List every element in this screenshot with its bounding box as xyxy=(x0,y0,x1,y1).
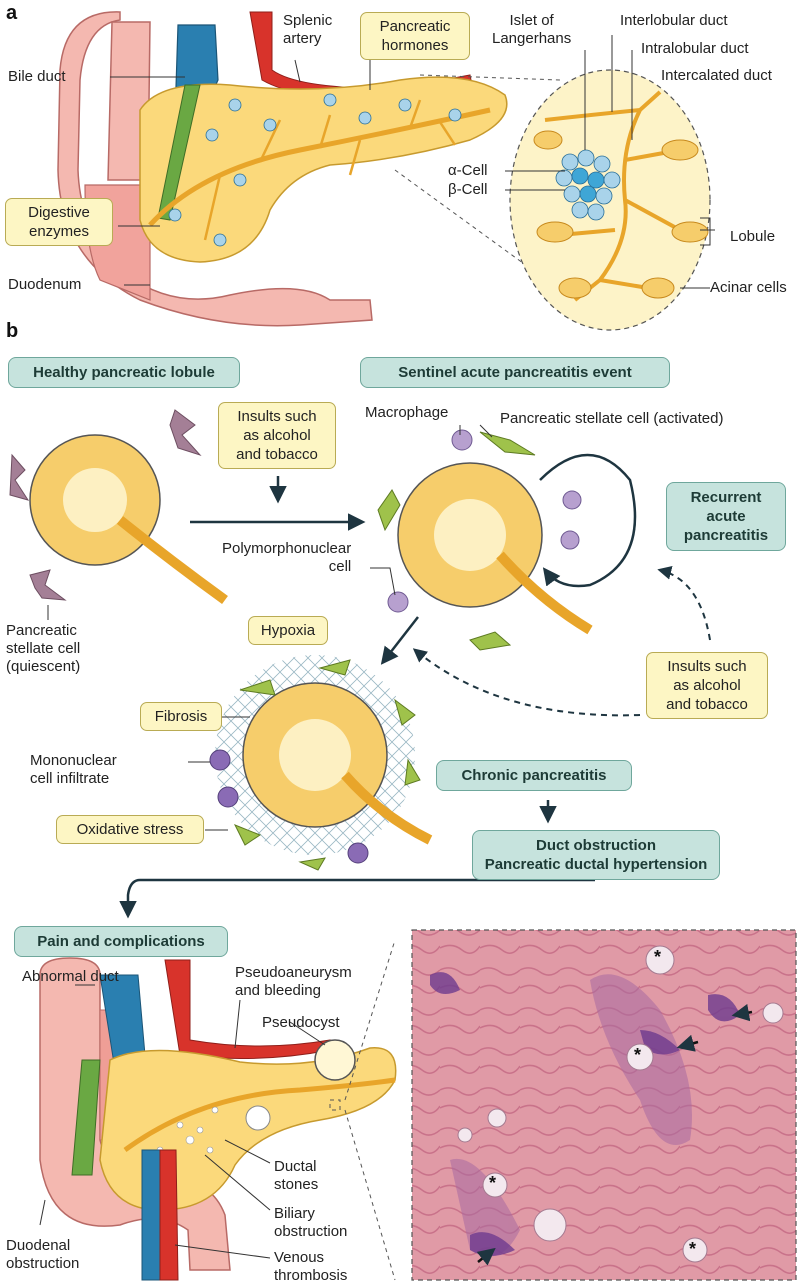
main-duct xyxy=(148,107,491,227)
panel-a-letter: a xyxy=(6,2,18,24)
panel-b-lobules xyxy=(9,409,711,919)
acinar-cells-label: Acinar cells xyxy=(710,279,787,296)
panel-b-complications xyxy=(39,929,797,1281)
psc-activated-label: Pancreatic stellate cell (activated) xyxy=(500,410,724,427)
interlobular-label: Interlobular duct xyxy=(620,12,728,29)
biliary-obstruction-label: Biliary obstruction xyxy=(274,1205,348,1240)
pmn-label: Polymorphonuclear cell xyxy=(222,540,352,575)
intercalated-label: Intercalated duct xyxy=(661,67,772,84)
insults-box-2: Insults such as alcohol and tobacco xyxy=(646,652,768,719)
mononuclear-label: Mononuclear cell infiltrate xyxy=(30,752,117,787)
asterisk-3: * xyxy=(489,1173,497,1193)
pancreatic-hormones-box: Pancreatic hormones xyxy=(360,12,470,60)
duodenal-obstruction-label: Duodenal obstruction xyxy=(6,1237,80,1272)
lobule-label: Lobule xyxy=(730,228,776,245)
oxidative-stress-box: Oxidative stress xyxy=(56,815,204,844)
psc-quiescent-label: Pancreatic stellate cell (quiescent) xyxy=(6,622,81,675)
pseudocyst-label: Pseudocyst xyxy=(262,1014,340,1031)
macrophage-label: Macrophage xyxy=(365,404,449,421)
intralobular-label: Intralobular duct xyxy=(641,40,749,57)
islet-cluster xyxy=(555,149,621,221)
sentinel-event-header: Sentinel acute pancreatitis event xyxy=(360,357,670,388)
panel-a-anatomy xyxy=(57,11,715,331)
hypoxia-box: Hypoxia xyxy=(248,616,328,645)
insults-box-1: Insults such as alcohol and tobacco xyxy=(218,402,336,469)
abnormal-duct-label: Abnormal duct xyxy=(22,968,119,985)
beta-cell-label: β-Cell xyxy=(448,181,488,198)
ductal-stones-label: Ductal stones xyxy=(274,1158,319,1193)
panel-b-letter: b xyxy=(6,320,19,342)
bile-duct-shape xyxy=(157,84,201,221)
bile-duct-label: Bile duct xyxy=(8,68,66,85)
recurrent-pancreatitis-box: Recurrent acute pancreatitis xyxy=(666,482,786,551)
asterisk-2: * xyxy=(634,1045,642,1065)
pseudoaneurysm-label: Pseudoaneurysm and bleeding xyxy=(235,964,352,999)
digestive-enzymes-box: Digestive enzymes xyxy=(5,198,113,246)
duodenum-label: Duodenum xyxy=(8,276,82,293)
pancreas-shape xyxy=(139,76,508,263)
fibrosis-box: Fibrosis xyxy=(140,702,222,731)
alpha-cell-label: α-Cell xyxy=(448,162,488,179)
chronic-pancreatitis-header: Chronic pancreatitis xyxy=(436,760,632,791)
venous-thrombosis-label: Venous thrombosis xyxy=(274,1249,348,1284)
duct-obstruction-box: Duct obstruction Pancreatic ductal hyper… xyxy=(472,830,720,880)
asterisk-4: * xyxy=(689,1239,697,1259)
healthy-lobule-header: Healthy pancreatic lobule xyxy=(8,357,240,388)
pseudocyst-shape xyxy=(314,1039,356,1081)
asterisk-1: * xyxy=(654,947,662,967)
pain-complications-header: Pain and complications xyxy=(14,926,228,957)
islet-label: Islet of Langerhans xyxy=(492,12,572,47)
splenic-artery-label: Splenic artery xyxy=(283,12,333,47)
